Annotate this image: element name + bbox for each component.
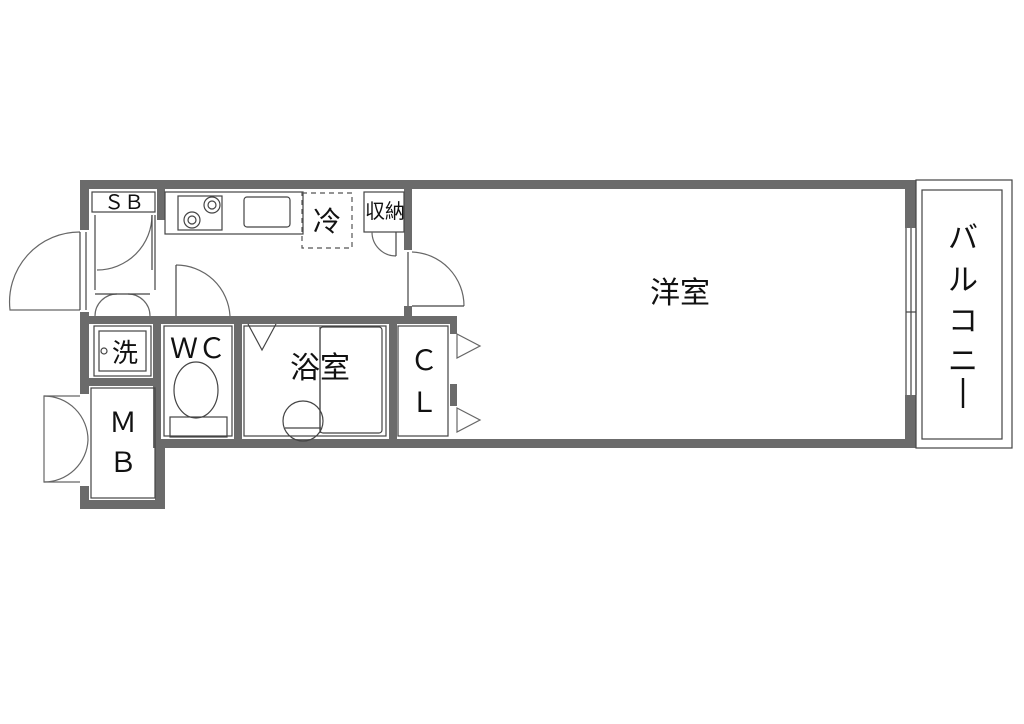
toilet-label: ＷＣ: [170, 332, 226, 365]
balcony-char: ル: [948, 263, 978, 298]
refrigerator-space: [301, 192, 353, 249]
shoe-box-label: ＳＢ: [104, 190, 144, 214]
washer-space: [93, 325, 152, 377]
meter-box: [43, 387, 156, 499]
storage-closet: [363, 191, 405, 257]
balcony-label: バ ル コ ニ: [948, 221, 978, 408]
bathroom-label: 浴室: [290, 351, 350, 386]
toilet: [163, 325, 233, 438]
shoe-box: [91, 191, 156, 213]
walls: [80, 180, 916, 509]
closet-label-l: Ｌ: [410, 386, 438, 419]
room-door: [407, 251, 465, 307]
balcony-char: コ: [948, 304, 978, 339]
closet-label-c: Ｃ: [410, 344, 438, 377]
genkan: [94, 214, 156, 317]
meter-box-label-b: Ｂ: [109, 446, 137, 479]
window: [905, 228, 917, 395]
entrance-door: [8, 231, 87, 311]
meter-box-label-m: Ｍ: [109, 406, 137, 439]
bathroom: [243, 323, 387, 442]
washer-label: 洗: [112, 339, 138, 369]
wc-door: [175, 264, 231, 317]
western-room-label: 洋室: [650, 276, 710, 311]
kitchen-counter: [164, 191, 304, 235]
storage-label: 収納: [365, 199, 405, 223]
balcony-char: ニ: [948, 344, 978, 379]
closet: [397, 325, 482, 437]
balcony-char: バ: [948, 221, 978, 256]
refrigerator-label: 冷: [313, 205, 341, 238]
